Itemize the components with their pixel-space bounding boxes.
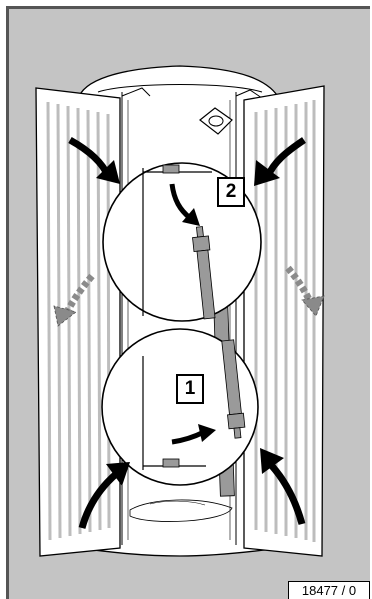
figure-reference-number: 18477 / 0 xyxy=(288,581,370,599)
detail-circle-step-1 xyxy=(102,329,258,485)
step-2-label: 2 xyxy=(217,177,245,207)
step-1-label: 1 xyxy=(176,374,204,404)
